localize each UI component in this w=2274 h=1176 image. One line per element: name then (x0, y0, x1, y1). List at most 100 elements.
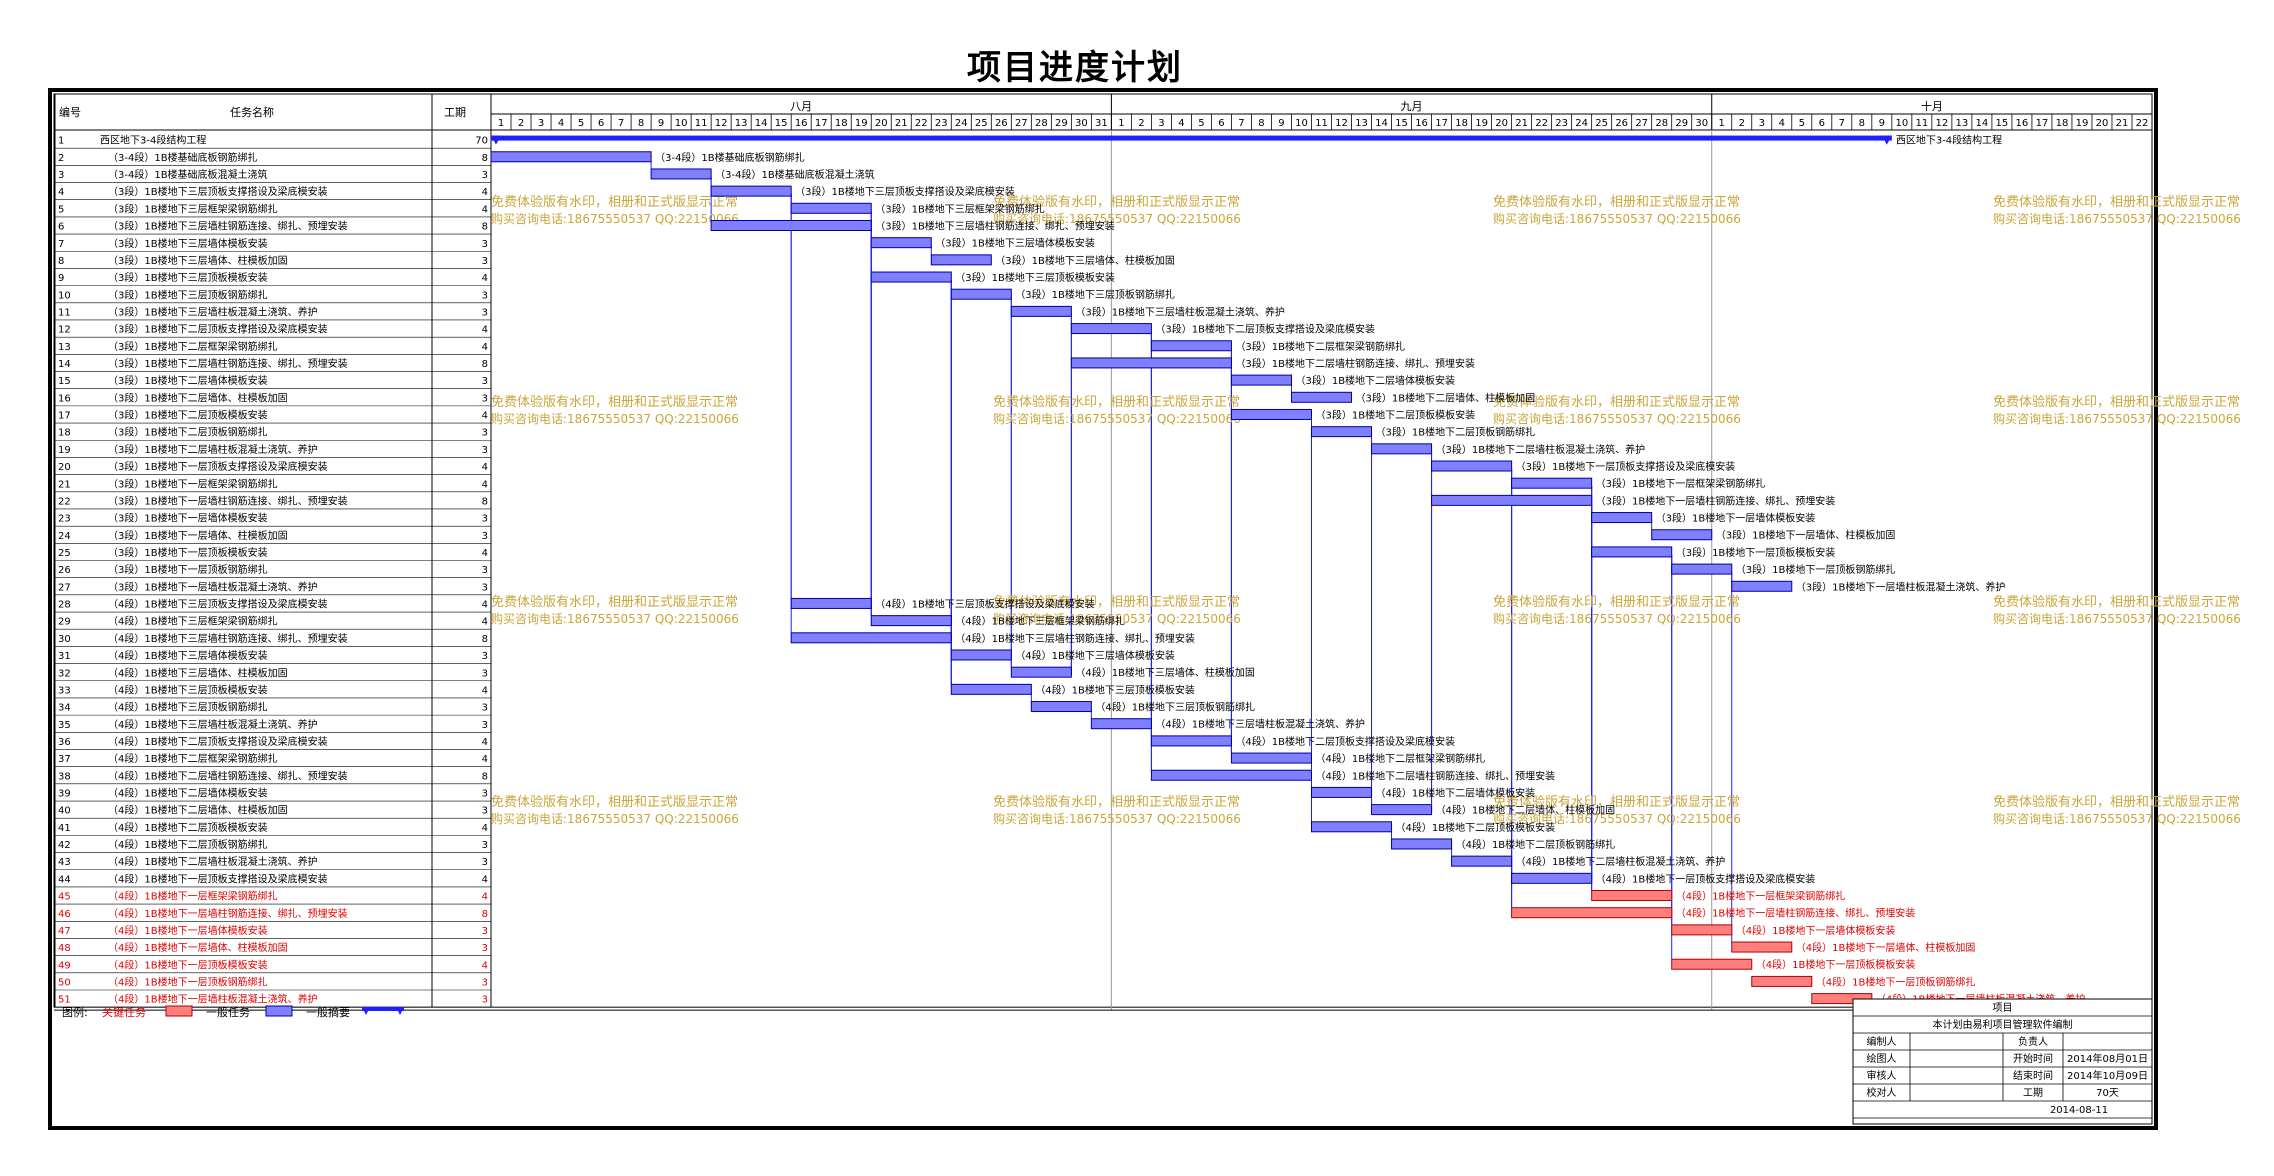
column-header-name: 任务名称 (230, 105, 274, 119)
task-id: 34 (58, 703, 71, 714)
task-duration: 4 (482, 548, 488, 559)
task-duration: 3 (482, 393, 488, 404)
day-tick-label: 31 (1095, 118, 1108, 129)
task-duration: 3 (482, 582, 488, 593)
task-bar-label: （4段）1B楼地下一层墙柱钢筋连接、绑扎、预埋安装 (1676, 907, 1916, 920)
task-bar (1090, 718, 1152, 730)
task-bar (1391, 838, 1453, 850)
task-duration: 4 (482, 479, 488, 490)
task-duration: 4 (482, 411, 488, 422)
day-tick-label: 21 (1515, 118, 1528, 129)
task-name: （4段）1B楼地下三层墙体模板安装 (108, 649, 268, 662)
day-tick-label: 9 (1879, 118, 1885, 129)
day-tick-label: 24 (955, 118, 968, 129)
info-cell: 审核人 (1867, 1069, 1897, 1082)
task-duration: 8 (482, 634, 488, 645)
task-bar (1651, 529, 1713, 541)
task-bar-label: （3段）1B楼地下二层墙柱板混凝土浇筑、养护 (1436, 443, 1646, 456)
task-name: （3段）1B楼地下二层框架梁钢筋绑扎 (108, 340, 278, 353)
task-bar-label: （4段）1B楼地下一层顶板钢筋绑扎 (1816, 975, 1976, 988)
task-bar (790, 597, 872, 609)
day-tick-label: 21 (2116, 118, 2129, 129)
task-duration: 3 (482, 239, 488, 250)
task-id: 8 (58, 256, 64, 267)
task-bar (1431, 460, 1513, 472)
task-name: （3段）1B楼地下二层墙体、柱模板加固 (108, 391, 288, 404)
task-id: 17 (58, 411, 71, 422)
task-duration: 3 (482, 995, 488, 1006)
task-name: （4段）1B楼地下二层顶板模板安装 (108, 821, 268, 834)
task-duration: 3 (482, 978, 488, 989)
task-name: （4段）1B楼地下一层框架梁钢筋绑扎 (108, 890, 278, 903)
watermark-line2: 购买咨询电话:18675550537 QQ:22150066 (1993, 811, 2241, 826)
task-id: 46 (58, 909, 71, 920)
task-name: （4段）1B楼地下一层墙体、柱模板加固 (108, 941, 288, 954)
task-duration: 8 (482, 909, 488, 920)
task-duration: 3 (482, 307, 488, 318)
day-tick-label: 24 (1575, 118, 1588, 129)
task-bar (490, 151, 652, 163)
task-duration: 3 (482, 926, 488, 937)
task-id: 12 (58, 325, 71, 336)
watermark-line1: 免费体验版有水印，相册和正式版显示正常 (1993, 794, 2240, 810)
task-id: 45 (58, 892, 71, 903)
task-bar-label: （3段）1B楼地下一层墙柱板混凝土浇筑、养护 (1796, 580, 2006, 593)
summary-bar (491, 135, 1892, 141)
task-bar-label: （3段）1B楼地下一层墙体模板安装 (1656, 512, 1816, 525)
task-bar (870, 237, 932, 249)
critical-task-bar (1731, 941, 1793, 953)
task-name: （3段）1B楼地下一层墙柱钢筋连接、绑扎、预埋安装 (108, 494, 348, 507)
day-tick-label: 4 (1779, 118, 1785, 129)
task-bar-label: （3段）1B楼地下一层顶板模板安装 (1676, 546, 1836, 559)
info-cell: 编制人 (1867, 1035, 1897, 1048)
day-tick-label: 3 (1759, 118, 1765, 129)
task-duration: 70 (475, 136, 488, 147)
task-id: 13 (58, 342, 71, 353)
task-id: 36 (58, 737, 71, 748)
task-bar-label: （4段）1B楼地下二层顶板支撑搭设及梁底模安装 (1235, 735, 1455, 748)
day-tick-label: 10 (1895, 118, 1908, 129)
task-name: （4段）1B楼地下二层墙柱板混凝土浇筑、养护 (108, 855, 318, 868)
task-id: 24 (58, 531, 71, 542)
column-header-id: 编号 (59, 105, 81, 119)
task-name: （3段）1B楼地下二层墙柱板混凝土浇筑、养护 (108, 443, 318, 456)
task-bar (1310, 426, 1373, 438)
info-cell: 工期 (2023, 1087, 2043, 1099)
task-name: （3段）1B楼地下一层墙体模板安装 (108, 512, 268, 525)
task-name: （4段）1B楼地下三层墙柱板混凝土浇筑、养护 (108, 718, 318, 731)
day-tick-label: 3 (538, 118, 544, 129)
task-bar-label: （3段）1B楼地下二层墙体模板安装 (1295, 374, 1455, 387)
task-duration: 3 (482, 170, 488, 181)
task-id: 43 (58, 857, 71, 868)
watermark-line1: 免费体验版有水印，相册和正式版显示正常 (1993, 394, 2240, 410)
task-bar-label: （3段）1B楼地下三层墙柱板混凝土浇筑、养护 (1075, 305, 1285, 318)
task-duration: 3 (482, 514, 488, 525)
day-tick-label: 20 (2096, 118, 2109, 129)
task-name: （3段）1B楼地下三层顶板钢筋绑扎 (108, 288, 268, 301)
task-name: （4段）1B楼地下一层顶板钢筋绑扎 (108, 976, 268, 989)
task-duration: 4 (482, 960, 488, 971)
chart-frame (48, 88, 2158, 1130)
task-bar-label: （3-4段）1B楼基础底板钢筋绑扎 (655, 151, 805, 164)
task-bar (950, 288, 1012, 300)
task-bar-label: （3段）1B楼地下二层墙柱钢筋连接、绑扎、预埋安装 (1235, 357, 1475, 370)
task-id: 31 (58, 651, 71, 662)
task-name: （3段）1B楼地下三层墙柱钢筋连接、绑扎、预埋安装 (108, 220, 348, 233)
task-bar-label: （4段）1B楼地下一层墙体模板安装 (1736, 924, 1896, 937)
task-bar-label: （4段）1B楼地下三层墙体模板安装 (1015, 649, 1175, 662)
task-id: 20 (58, 462, 71, 473)
task-id: 3 (58, 170, 64, 181)
task-duration: 3 (482, 703, 488, 714)
task-bar (650, 168, 712, 180)
day-tick-label: 16 (2016, 118, 2029, 129)
task-name: （4段）1B楼地下一层墙体模板安装 (108, 924, 268, 937)
task-name: （3段）1B楼地下二层顶板模板安装 (108, 409, 268, 422)
task-duration: 3 (482, 428, 488, 439)
legend-normal-label: 一般任务 (206, 1006, 250, 1019)
legend-summary-swatch (362, 1007, 404, 1011)
task-duration: 4 (482, 342, 488, 353)
day-tick-label: 8 (1258, 118, 1264, 129)
task-name: （3段）1B楼地下二层墙体模板安装 (108, 374, 268, 387)
task-bar-label: （3段）1B楼地下二层顶板模板安装 (1315, 408, 1475, 421)
task-bar-label: （3段）1B楼地下二层顶板支撑搭设及梁底模安装 (1155, 323, 1375, 336)
